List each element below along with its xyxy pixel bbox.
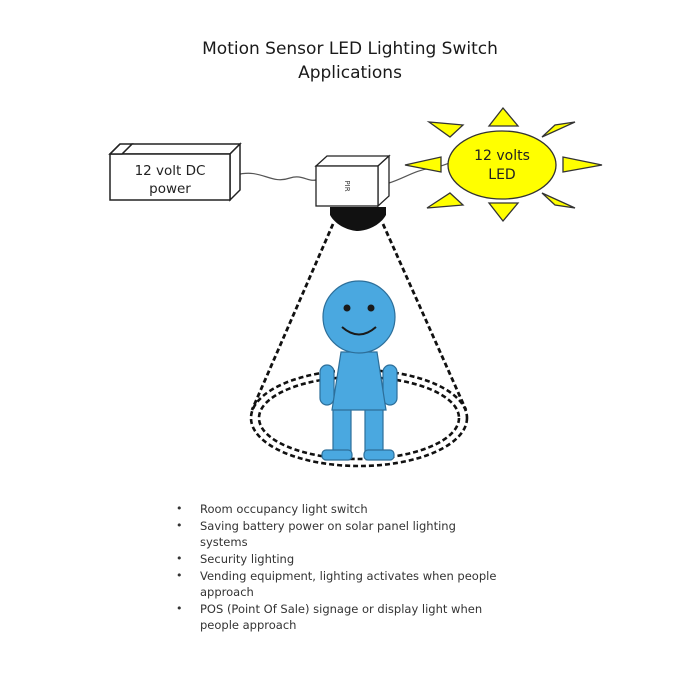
sun-ray-bottom-left: [426, 192, 465, 209]
person-left-arm: [319, 364, 335, 406]
list-item: Saving battery power on solar panel ligh…: [176, 518, 506, 550]
page-subtitle: Applications: [298, 63, 402, 83]
person-figure: [319, 280, 398, 461]
sun-ray-bottom: [487, 202, 520, 223]
list-item: Room occupancy light switch: [176, 501, 506, 517]
person-left-eye: [343, 304, 351, 312]
detection-cone: [250, 223, 468, 411]
sun-ray-top-left: [426, 121, 465, 138]
list-item: Vending equipment, lighting activates wh…: [176, 568, 506, 600]
led-sun: 12 volts LED: [404, 106, 603, 223]
sun-ray-bottom-right: [541, 192, 576, 209]
power-box-label-line1: 12 volt DC: [135, 163, 206, 179]
person-left-foot: [321, 449, 353, 461]
power-box-label-line2: power: [149, 181, 191, 197]
person-smile: [341, 326, 377, 336]
person-right-arm: [382, 364, 398, 406]
person-head: [322, 280, 396, 354]
person-right-eye: [367, 304, 375, 312]
sun-ray-top-right: [541, 121, 576, 138]
list-item: POS (Point Of Sale) signage or display l…: [176, 601, 506, 633]
sun-ray-right: [562, 156, 603, 173]
sun-ray-left: [404, 156, 442, 173]
power-box: 12 volt DC power: [108, 142, 242, 202]
person-right-foot: [363, 449, 395, 461]
page-title: Motion Sensor LED Lighting Switch: [202, 39, 498, 59]
list-item: Security lighting: [176, 551, 506, 567]
sun-core: [447, 130, 557, 200]
led-label-line1: 12 volts: [474, 148, 530, 164]
applications-list: Room occupancy light switch Saving batte…: [176, 501, 506, 634]
person-body: [331, 351, 387, 411]
pir-label: PIR: [343, 180, 351, 191]
pir-sensor: PIR: [314, 154, 391, 231]
sun-ray-top: [487, 106, 520, 127]
pir-lens: [330, 207, 386, 231]
led-label-line2: LED: [488, 167, 515, 183]
power-wire: [235, 172, 317, 181]
